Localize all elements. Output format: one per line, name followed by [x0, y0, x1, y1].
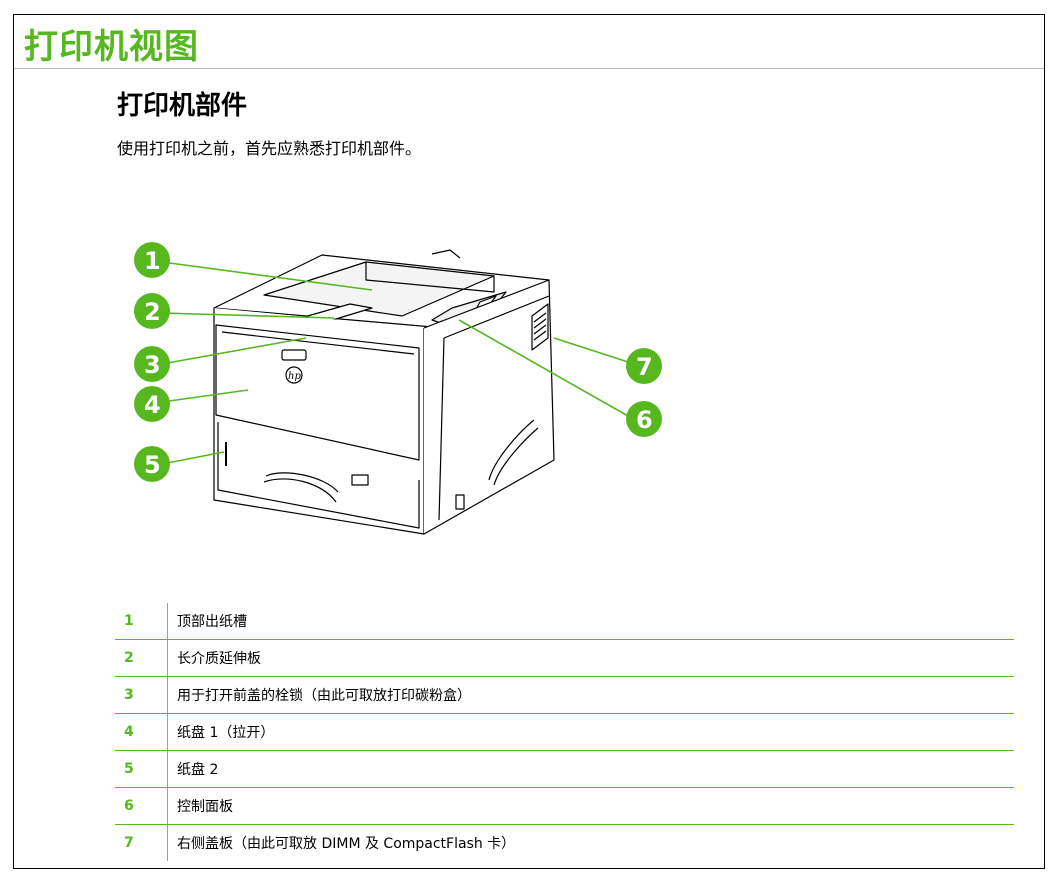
callout-5: 5 — [134, 446, 170, 482]
part-description: 右侧盖板（由此可取放 DIMM 及 CompactFlash 卡） — [177, 836, 516, 852]
table-row: 7 右侧盖板（由此可取放 DIMM 及 CompactFlash 卡） — [115, 824, 1014, 861]
printer-right-side — [423, 279, 555, 535]
part-number: 1 — [115, 603, 168, 640]
hp-logo-mark — [285, 366, 303, 384]
section-title: 打印机部件 — [117, 91, 248, 121]
callout-7: 7 — [626, 348, 662, 384]
callout-4: 4 — [134, 386, 170, 422]
tray-1-door — [215, 324, 420, 461]
callout-1: 1 — [134, 242, 170, 278]
svg-text:5: 5 — [144, 451, 161, 479]
svg-text:4: 4 — [144, 391, 161, 419]
manual-page: 打印机视图 打印机部件 使用打印机之前，首先应熟悉打印机部件。 — [13, 14, 1045, 869]
chapter-title: 打印机视图 — [24, 27, 199, 67]
tray-2 — [217, 422, 420, 529]
callout-6: 6 — [626, 401, 662, 437]
right-side-cover — [531, 303, 549, 351]
svg-text:7: 7 — [636, 353, 653, 381]
svg-text:3: 3 — [144, 351, 161, 379]
part-description: 长介质延伸板 — [167, 639, 1014, 677]
part-description: 控制面板 — [167, 787, 1014, 825]
part-number: 5 — [115, 750, 168, 788]
callout-3: 3 — [134, 346, 170, 382]
svg-text:2: 2 — [144, 298, 161, 326]
svg-text:1: 1 — [144, 247, 161, 275]
part-number: 6 — [115, 787, 168, 825]
part-description: 用于打开前盖的栓锁（由此可取放打印碳粉盒） — [167, 676, 1014, 714]
part-number: 4 — [115, 713, 168, 751]
chapter-header: 打印机视图 — [14, 15, 1044, 69]
tray-1-handle — [281, 349, 307, 361]
part-number: 3 — [115, 676, 168, 714]
callout-2: 2 — [134, 293, 170, 329]
part-number: 7 — [115, 824, 168, 861]
part-number: 2 — [115, 639, 168, 677]
part-description: 纸盘 2 — [167, 750, 1014, 788]
part-description: 纸盘 1（拉开） — [167, 713, 1014, 751]
svg-text:6: 6 — [636, 406, 653, 434]
printer-diagram: hp — [134, 242, 662, 535]
hp-logo: hp — [288, 371, 301, 382]
part-description: 顶部出纸槽 — [167, 603, 1014, 640]
intro-text: 使用打印机之前，首先应熟悉打印机部件。 — [117, 139, 422, 158]
